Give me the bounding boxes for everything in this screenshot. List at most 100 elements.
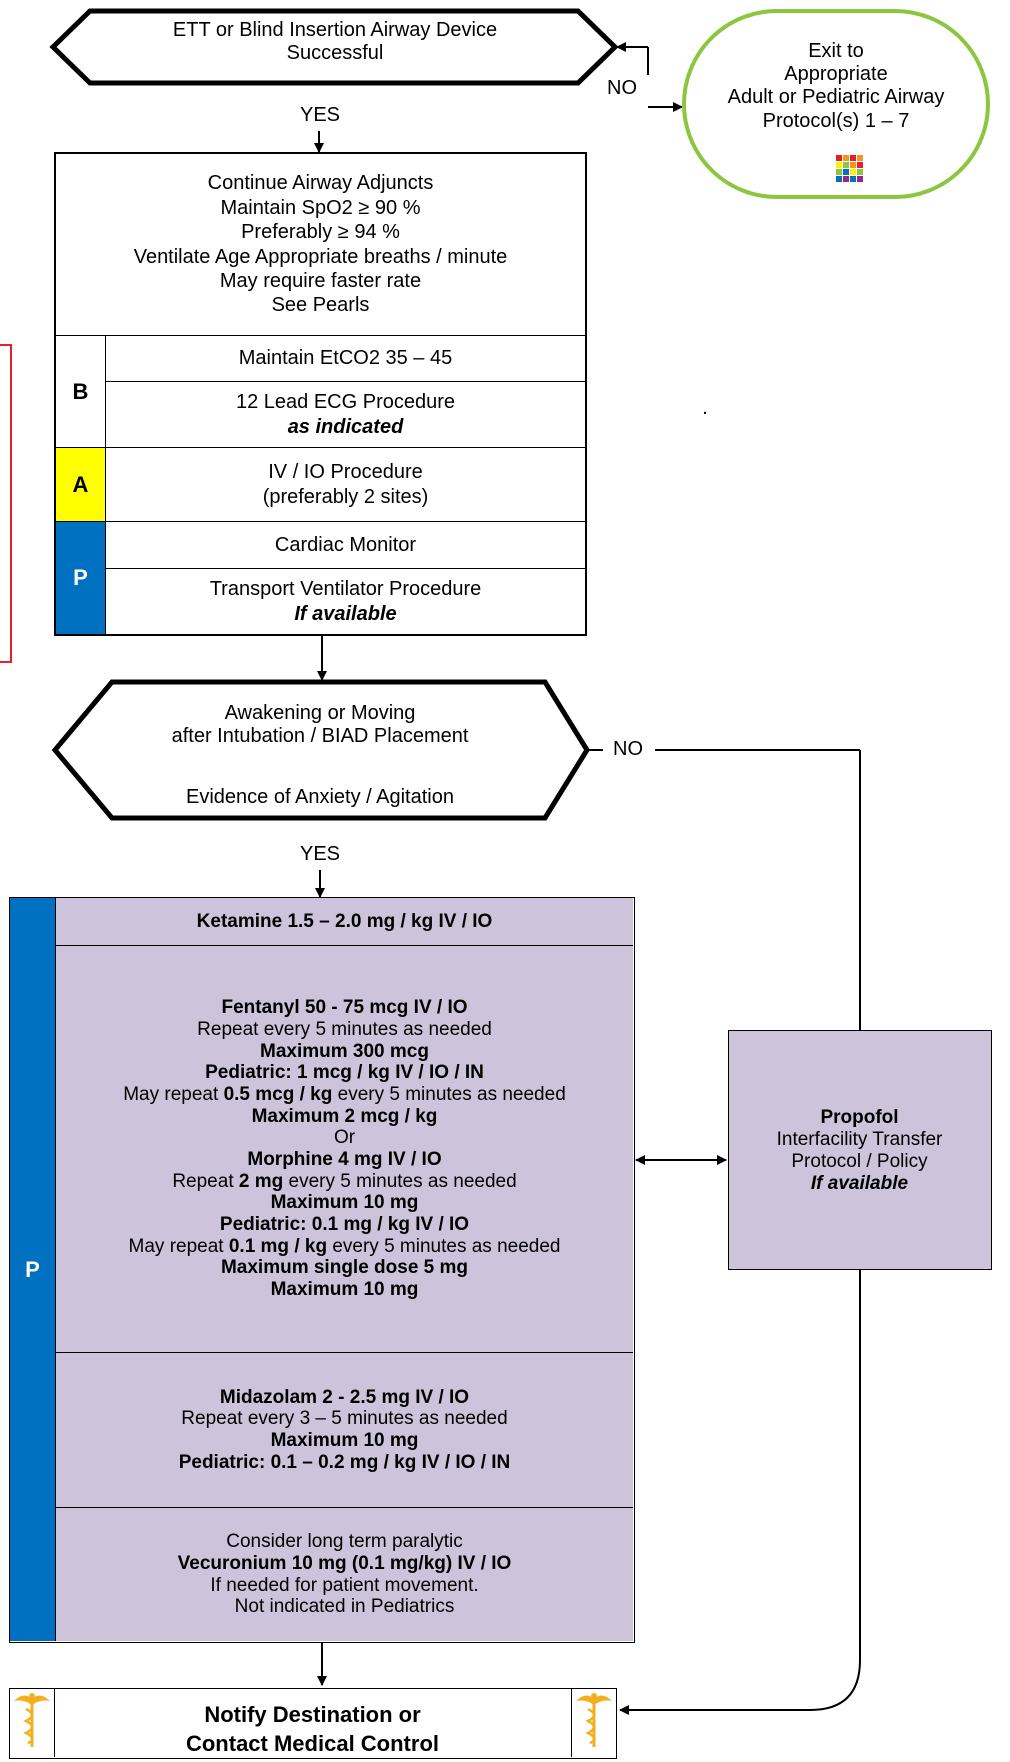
medication-line: If needed for patient movement. [178, 1575, 512, 1597]
medication-text: Morphine 4 mg IV / IO [247, 1149, 442, 1170]
medication-text: May repeat [123, 1084, 224, 1106]
medication-text: Maximum single dose 5 mg [220, 1257, 469, 1279]
decision-1-no-label: NO [607, 77, 637, 99]
airway-adjuncts-cell: Continue Airway Adjuncts Maintain SpO2 ≥… [56, 154, 585, 335]
medication-line: Maximum 2 mcg / kg [123, 1106, 566, 1128]
propofol-line: Protocol / Policy [791, 1151, 928, 1173]
medication-text: Consider long term paralytic [226, 1531, 463, 1553]
decision-1-yes-label: YES [299, 104, 341, 126]
exit-node[interactable]: Exit to Appropriate Adult or Pediatric A… [682, 9, 990, 199]
level-a-tag: A [56, 448, 106, 521]
red-margin-bracket [0, 344, 12, 663]
medication-line: Maximum 10 mg [123, 1279, 566, 1301]
medication-text: Maximum 10 mg [270, 1278, 419, 1300]
iv-cell: IV / IO Procedure (preferably 2 sites) [106, 448, 585, 521]
medication-line: Maximum 10 mg [179, 1430, 511, 1452]
medication-text: May repeat [128, 1235, 229, 1257]
medication-line: May repeat 0.5 mcg / kg every 5 minutes … [123, 1084, 566, 1106]
medication-line: Maximum single dose 5 mg [123, 1257, 566, 1279]
level-p-tag: P [56, 522, 106, 634]
medication-line: Repeat every 3 – 5 minutes as needed [179, 1408, 511, 1430]
medication-text: Repeat [172, 1170, 239, 1192]
medication-text: Maximum 2 mcg / kg [251, 1105, 438, 1127]
medication-line: Pediatric: 0.1 – 0.2 mg / kg IV / IO / I… [179, 1452, 511, 1474]
decision-2-line: Awakening or Moving [224, 702, 416, 724]
medication-text: Pediatric: 0.1 – 0.2 mg / kg IV / IO / I… [178, 1451, 511, 1473]
medication-line: Pediatric: 0.1 mg / kg IV / IO [123, 1214, 566, 1236]
stray-dot: . [702, 397, 708, 419]
medication-text: Maximum 10 mg [270, 1430, 419, 1451]
medication-line: Maximum 300 mcg [123, 1041, 566, 1063]
decision-1-text: ETT or Blind Insertion Airway Device Suc… [70, 19, 600, 65]
decision-1-shape [49, 8, 619, 86]
notify-text: Notify Destination or Contact Medical Co… [54, 1701, 571, 1758]
medication-line: Pediatric: 1 mcg / kg IV / IO / IN [123, 1062, 566, 1084]
notify-line: Notify Destination or [204, 1702, 421, 1727]
propofol-note: If available [810, 1173, 909, 1195]
medication-line: Vecuronium 10 mg (0.1 mg/kg) IV / IO [178, 1553, 512, 1575]
medication-text: every 5 minutes as needed [283, 1170, 517, 1192]
decision-1-line: ETT or Blind Insertion Airway Device [172, 19, 498, 41]
medication-line: Midazolam 2 - 2.5 mg IV / IO [179, 1387, 511, 1409]
medication-line: May repeat 0.1 mg / kg every 5 minutes a… [123, 1236, 566, 1258]
etco2-text: Maintain EtCO2 35 – 45 [238, 347, 453, 370]
care-box: Continue Airway Adjuncts Maintain SpO2 ≥… [54, 152, 587, 636]
ventilator-text: Transport Ventilator Procedure [209, 578, 482, 601]
care-line: See Pearls [271, 294, 370, 317]
level-p-tag: P [10, 898, 56, 1641]
ecg-cell: 12 Lead ECG Procedure as indicated [106, 382, 585, 447]
ketamine-cell: Ketamine 1.5 – 2.0 mg / kg IV / IO [56, 898, 633, 945]
caduceus-icon [571, 1689, 616, 1757]
ketamine-text: Ketamine 1.5 – 2.0 mg / kg IV / IO [196, 910, 493, 932]
ecg-note: as indicated [287, 415, 404, 438]
propofol-box[interactable]: Propofol Interfacility Transfer Protocol… [728, 1030, 992, 1270]
notify-box[interactable]: Notify Destination or Contact Medical Co… [9, 1688, 617, 1759]
monitor-cell: Cardiac Monitor [106, 522, 585, 568]
caduceus-icon [10, 1689, 55, 1757]
medication-text: Repeat every 5 minutes as needed [197, 1019, 492, 1041]
medication-line: Maximum 10 mg [123, 1192, 566, 1214]
notify-line: Contact Medical Control [185, 1730, 439, 1756]
medication-text: Vecuronium 10 mg (0.1 mg/kg) IV / IO [177, 1552, 512, 1574]
care-line: Preferably ≥ 94 % [241, 221, 400, 244]
decision-2-text: Awakening or Moving after Intubation / B… [90, 702, 550, 748]
medication-text: Repeat every 3 – 5 minutes as needed [181, 1408, 508, 1430]
care-line: May require faster rate [219, 269, 422, 292]
medication-text: Maximum 10 mg [270, 1192, 419, 1214]
medication-text: every 5 minutes as needed [327, 1235, 561, 1257]
care-line: Maintain SpO2 ≥ 90 % [220, 196, 421, 219]
exit-line: Protocol(s) 1 – 7 [762, 109, 910, 132]
medication-text: If needed for patient movement. [210, 1574, 479, 1596]
decision-1-line: Successful [286, 42, 384, 65]
decision-2-line: Evidence of Anxiety / Agitation [186, 786, 454, 808]
medication-text: Pediatric: 0.1 mg / kg IV / IO [219, 1213, 470, 1235]
ventilator-note: If available [294, 602, 397, 625]
exit-line: Exit to [808, 40, 864, 62]
exit-line: Adult or Pediatric Airway [727, 86, 945, 109]
decision-2-line: after Intubation / BIAD Placement [171, 725, 469, 748]
propofol-line: Interfacility Transfer [776, 1129, 943, 1151]
medication-text: Maximum 300 mcg [260, 1040, 429, 1062]
etco2-cell: Maintain EtCO2 35 – 45 [106, 336, 585, 381]
medication-line: Consider long term paralytic [178, 1531, 512, 1553]
decision-2-shape [51, 679, 590, 821]
medication-text: every 5 minutes as needed [332, 1084, 566, 1106]
medication-block: P Ketamine 1.5 – 2.0 mg / kg IV / IO Fen… [9, 897, 635, 1643]
care-line: Ventilate Age Appropriate breaths / minu… [133, 245, 508, 268]
iv-note: (preferably 2 sites) [262, 485, 429, 508]
color-grid-icon [836, 155, 863, 182]
medication-text: Or [333, 1127, 356, 1149]
ventilator-cell: Transport Ventilator Procedure If availa… [106, 569, 585, 634]
medication-text: 0.5 mcg / kg [223, 1084, 333, 1106]
ecg-text: 12 Lead ECG Procedure [235, 391, 456, 414]
medication-line: Repeat 2 mg every 5 minutes as needed [123, 1171, 566, 1193]
exit-line: Appropriate [784, 63, 888, 86]
medication-text: Midazolam 2 - 2.5 mg IV / IO [219, 1386, 470, 1408]
medication-text: Not indicated in Pediatrics [234, 1596, 455, 1618]
medication-text: Pediatric: 1 mcg / kg IV / IO / IN [205, 1062, 484, 1084]
